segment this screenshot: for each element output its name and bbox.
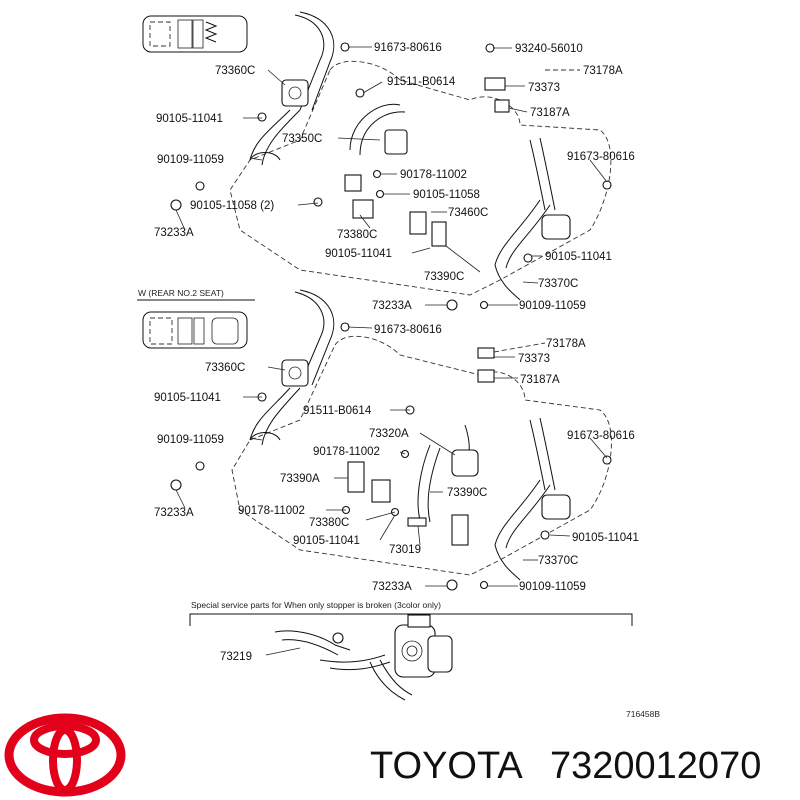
- special-service-bracket: [189, 613, 633, 626]
- leader-lines-top: [175, 46, 608, 306]
- callout-73233A-d: 73233A: [372, 581, 412, 593]
- callout-73178A-a: 73178A: [583, 65, 623, 77]
- callout-90178-11002-b: 90178-11002: [313, 446, 380, 458]
- callout-90105-11041-b: 90105-11041: [325, 248, 392, 260]
- callouts-bottom: 91673-80616 73178A 73360C 73373 73187A 9…: [154, 324, 639, 593]
- callout-90105-11041-e: 90105-11041: [293, 535, 360, 547]
- callout-73233A-b: 73233A: [372, 300, 412, 312]
- callout-73360C-a: 73360C: [215, 65, 255, 77]
- callout-91673-80616-c: 91673-80616: [374, 324, 442, 336]
- callout-91673-80616-d: 91673-80616: [567, 430, 635, 442]
- callout-73187A-b: 73187A: [520, 374, 560, 386]
- hardware-bottom: [170, 322, 612, 591]
- vehicle-layout-icon-top: [142, 15, 248, 53]
- vehicle-layout-icon-bottom: [142, 311, 248, 349]
- callout-90105-11041-d: 90105-11041: [154, 392, 221, 404]
- seat-outline-bottom: [231, 335, 612, 576]
- callout-90105-11058: 90105-11058: [413, 189, 480, 201]
- retractor-73360C-top: [249, 11, 335, 166]
- leader-lines-bottom: [175, 326, 608, 587]
- callout-73390C-b: 73390C: [447, 487, 487, 499]
- stopper-assembly-73219: [274, 614, 453, 701]
- callout-90178-11002-a: 90178-11002: [400, 169, 467, 181]
- callout-73178A-b: 73178A: [546, 338, 586, 350]
- callout-90109-11059-d: 90109-11059: [519, 581, 586, 593]
- callout-91511-B0614-b: 91511-B0614: [303, 405, 372, 417]
- callouts-top: 91673-80616 93240-56010 73360C 73178A 91…: [154, 42, 635, 312]
- seat-outline-top: [229, 60, 612, 296]
- callout-91511-B0614-a: 91511-B0614: [387, 76, 456, 88]
- callout-91673-80616-b: 91673-80616: [567, 151, 635, 163]
- callout-73187A-a: 73187A: [530, 107, 570, 119]
- callout-73380C-a: 73380C: [337, 229, 377, 241]
- brand-name: TOYOTA: [370, 745, 523, 787]
- center-belt-73350C-top: [344, 103, 447, 247]
- callout-73370C-b: 73370C: [538, 555, 578, 567]
- callout-73350C: 73350C: [282, 133, 322, 145]
- callout-90109-11059-a: 90109-11059: [157, 154, 224, 166]
- hardware-top: [170, 42, 612, 311]
- retractor-73370C-bottom: [494, 417, 571, 581]
- callout-73373-a: 73373: [528, 82, 560, 94]
- callout-90178-11002-c: 90178-11002: [238, 505, 305, 517]
- center-retractor-73320A-bottom: [347, 424, 479, 546]
- retractor-73360C-bottom: [249, 289, 335, 446]
- callout-91673-80616-a: 91673-80616: [374, 42, 442, 54]
- callout-73380C-b: 73380C: [309, 517, 349, 529]
- section-w-label: W (REAR NO.2 SEAT): [138, 288, 224, 298]
- toyota-logo: [4, 713, 126, 797]
- callout-90105-11041-f: 90105-11041: [572, 532, 639, 544]
- callout-90109-11059-c: 90109-11059: [157, 434, 224, 446]
- callout-73370C-a: 73370C: [538, 278, 578, 290]
- figure-code: 716458B: [626, 709, 660, 719]
- leader-73219: [265, 647, 301, 656]
- special-service-note: Special service parts for When only stop…: [191, 600, 441, 610]
- callout-73460C: 73460C: [448, 207, 488, 219]
- callout-73320A: 73320A: [369, 428, 409, 440]
- callout-90105-11041-a: 90105-11041: [156, 113, 223, 125]
- callout-73019: 73019: [389, 544, 421, 556]
- callout-73390C-a: 73390C: [424, 271, 464, 283]
- retractor-73370C-top: [494, 137, 571, 301]
- callout-90105-11058-2: 90105-11058 (2): [190, 200, 274, 212]
- callout-73390A: 73390A: [280, 473, 320, 485]
- callout-93240-56010: 93240-56010: [515, 43, 583, 55]
- callout-73219: 73219: [220, 651, 252, 663]
- callout-73373-b: 73373: [518, 353, 550, 365]
- callout-90109-11059-b: 90109-11059: [519, 300, 586, 312]
- callout-90105-11041-c: 90105-11041: [545, 251, 612, 263]
- callout-73233A-c: 73233A: [154, 507, 194, 519]
- callout-73360C-b: 73360C: [205, 362, 245, 374]
- part-number: 7320012070: [550, 745, 761, 787]
- callout-73233A-a: 73233A: [154, 227, 194, 239]
